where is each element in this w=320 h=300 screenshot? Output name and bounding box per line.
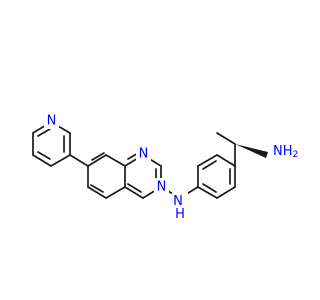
atom-pyridine-n: N bbox=[47, 114, 57, 129]
pyridine-ring bbox=[32, 121, 71, 167]
atom-quinazoline-n3: N bbox=[139, 147, 149, 162]
chiral-ethylamine bbox=[216, 132, 268, 167]
atom-amine-h: H bbox=[175, 207, 185, 222]
atom-amine-nh: N H bbox=[173, 194, 187, 222]
atom-amine-nh2-subscript: 2 bbox=[293, 150, 299, 160]
wedge-bond bbox=[235, 144, 268, 158]
atom-quinazoline-n1: N bbox=[157, 180, 167, 195]
atom-labels: N N N N H NH2 bbox=[44, 112, 298, 222]
atom-amine-nh2: NH2 bbox=[273, 144, 298, 161]
phenyl-ring bbox=[197, 154, 236, 199]
quinazoline-benzo-ring bbox=[87, 152, 126, 199]
molecule-structure: N N N N H NH2 bbox=[32, 112, 298, 222]
bond-pyridine-quinazoline bbox=[69, 154, 89, 167]
